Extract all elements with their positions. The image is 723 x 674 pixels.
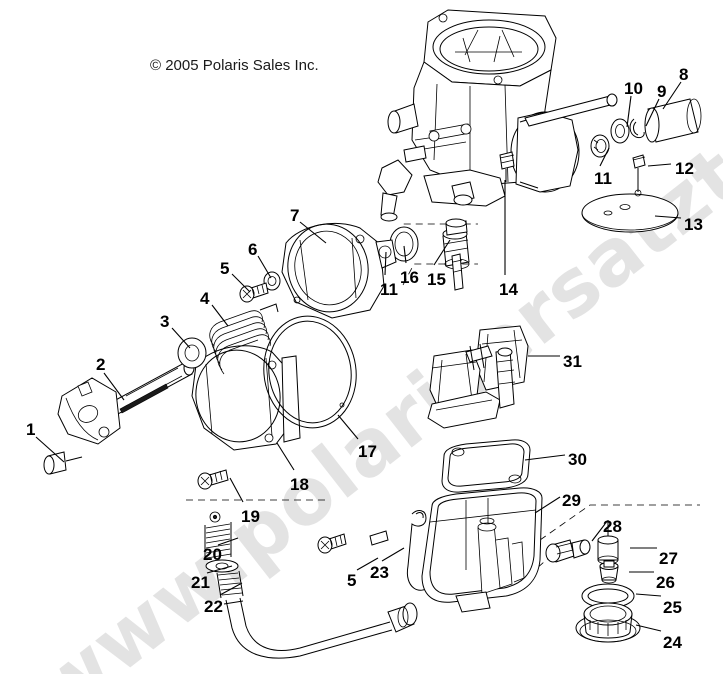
part-7-cover <box>281 222 397 319</box>
callout-number-9: 9 <box>657 82 667 101</box>
leader-line-7 <box>299 221 327 244</box>
callout-number-17: 17 <box>358 442 377 461</box>
leader-line-22 <box>219 582 243 596</box>
callout-number-6: 6 <box>248 240 258 259</box>
callout-number-11b: 11 <box>380 280 398 299</box>
callout-number-31: 31 <box>563 352 582 371</box>
callout-number-21: 21 <box>191 573 210 592</box>
callout-number-20: 20 <box>203 545 222 564</box>
part-group-23 <box>317 510 434 591</box>
callout-leader-lines <box>35 81 682 632</box>
callout-number-8: 8 <box>679 65 689 84</box>
leader-line-25 <box>635 593 662 597</box>
callout-number-15: 15 <box>427 270 446 289</box>
part-31-float <box>427 325 529 429</box>
part-28-drain-screw <box>545 539 591 563</box>
leader-line-30 <box>524 454 566 461</box>
callout-number-10: 10 <box>624 79 643 98</box>
leader-line-3 <box>171 327 191 349</box>
leader-line-20 <box>217 537 239 546</box>
callout-number-26: 26 <box>656 573 675 592</box>
callout-number-12: 12 <box>675 159 694 178</box>
leader-line-28 <box>591 523 606 542</box>
leader-line-11b <box>384 251 387 276</box>
leader-line-15 <box>433 239 451 266</box>
part-17-gasket <box>263 315 357 429</box>
callout-number-14: 14 <box>499 280 518 299</box>
carburetor-body <box>377 9 580 222</box>
callout-number-5b: 5 <box>347 571 357 590</box>
leader-line-13 <box>654 215 682 219</box>
leader-line-5 <box>231 273 251 293</box>
callout-number-16: 16 <box>400 268 419 287</box>
part-group-top-cap <box>524 93 702 233</box>
leader-line-1 <box>35 436 65 463</box>
leader-line-29 <box>534 496 561 514</box>
callout-number-2: 2 <box>96 355 106 374</box>
part-5b-screw <box>369 530 389 546</box>
callout-number-28: 28 <box>603 517 622 536</box>
callout-number-5: 5 <box>220 259 230 278</box>
part-19-screw <box>197 469 229 490</box>
leader-line-16 <box>403 245 407 264</box>
leader-line-24 <box>635 624 662 632</box>
callout-number-13: 13 <box>684 215 703 234</box>
leader-line-23 <box>381 547 405 562</box>
leader-line-4 <box>211 304 229 327</box>
part-18-bowl <box>191 345 301 451</box>
callout-number-23: 23 <box>370 563 389 582</box>
callout-number-30: 30 <box>568 450 587 469</box>
leader-line-21 <box>206 565 233 574</box>
part-group-bottom-right <box>575 520 641 643</box>
leader-line-2 <box>103 372 125 401</box>
callout-number-27: 27 <box>659 549 678 568</box>
part-group-cable <box>204 511 418 659</box>
callout-number-19: 19 <box>241 507 260 526</box>
leader-line-11 <box>599 147 610 167</box>
part-group-shaft <box>43 271 281 475</box>
callout-number-18: 18 <box>290 475 309 494</box>
callout-number-7: 7 <box>290 206 300 225</box>
callout-number-3: 3 <box>160 312 170 331</box>
callout-number-4: 4 <box>200 289 210 308</box>
leader-line-12 <box>647 163 672 167</box>
leader-line-6 <box>257 255 272 279</box>
part-29-float-bowl <box>421 487 543 613</box>
callout-number-11: 11 <box>594 169 612 188</box>
leader-line-9 <box>645 98 660 127</box>
leader-line-17 <box>337 414 359 440</box>
leader-line-19 <box>229 477 244 503</box>
leader-line-8 <box>662 81 682 110</box>
leader-line-18 <box>276 442 295 471</box>
callout-number-25: 25 <box>663 598 682 617</box>
callout-number-24: 24 <box>663 633 682 652</box>
leader-line-5b <box>356 557 379 571</box>
callout-number-29: 29 <box>562 491 581 510</box>
callout-number-1: 1 <box>26 420 36 439</box>
callout-number-22: 22 <box>204 597 223 616</box>
leader-line-10 <box>626 95 632 128</box>
part-30-gasket <box>441 439 531 493</box>
copyright-notice: © 2005 Polaris Sales Inc. <box>150 57 319 74</box>
